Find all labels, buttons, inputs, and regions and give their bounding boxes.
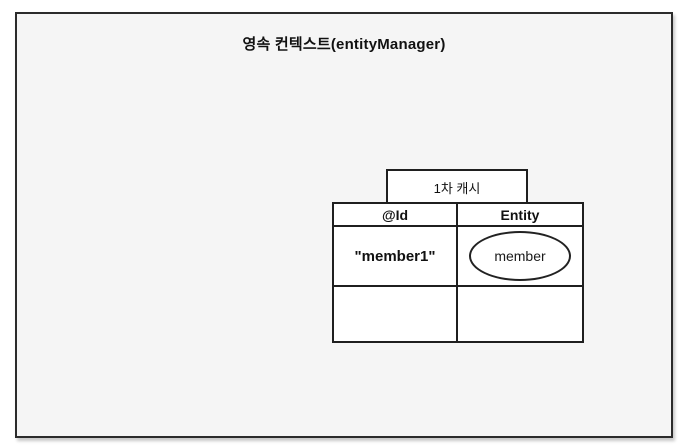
table-header-row: @Id Entity <box>334 204 582 225</box>
diagram-title: 영속 컨텍스트(entityManager) <box>242 36 446 53</box>
cache-table: @Id Entity "member1" member <box>332 202 584 343</box>
table-row: "member1" member <box>334 225 582 285</box>
first-level-cache-label: 1차 캐시 <box>433 180 481 196</box>
member-entity-label: member <box>494 248 546 264</box>
cell-id-empty <box>334 287 458 341</box>
cell-id: "member1" <box>334 227 458 285</box>
table-row <box>334 285 582 341</box>
cell-entity: member <box>458 227 582 285</box>
table-header-id: @Id <box>334 204 458 225</box>
table-header-entity: Entity <box>500 206 540 223</box>
member-entity-ellipse: member <box>469 231 571 281</box>
cell-entity-empty <box>458 287 582 341</box>
first-level-cache-box: 1차 캐시 <box>386 169 528 205</box>
persistence-context-frame: 영속 컨텍스트(entityManager) 1차 캐시 @Id Entity … <box>15 12 673 438</box>
id-value: "member1" <box>354 247 436 265</box>
